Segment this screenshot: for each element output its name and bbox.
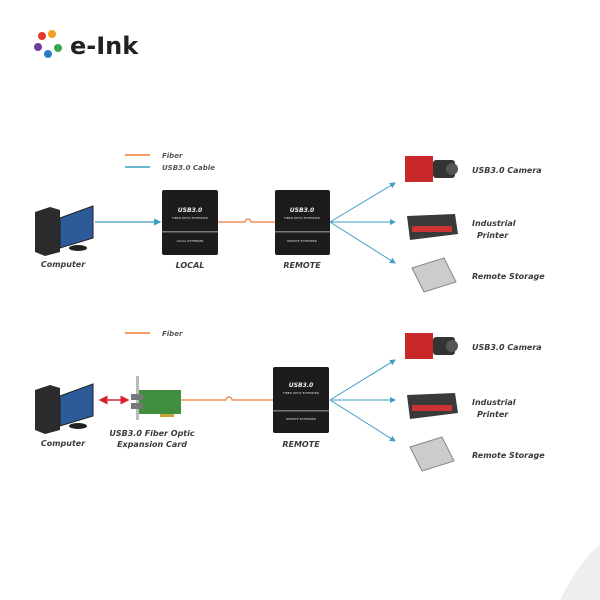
legend-fiber: Fiber — [162, 152, 183, 160]
computer-label: Computer — [41, 260, 86, 269]
box-title: USB3.0 — [290, 207, 314, 214]
legend-fiber: Fiber — [162, 330, 183, 338]
fiber-line — [218, 218, 275, 223]
box-subtitle: FIBER OPTIC EXTENDER — [284, 216, 320, 220]
remote-label: REMOTE — [282, 440, 320, 449]
printer-icon — [407, 214, 458, 240]
camera-label: USB3.0 Camera — [472, 166, 542, 175]
storage-icon — [411, 257, 457, 293]
remote-extender: USB3.0 FIBER OPTIC EXTENDER REMOTE EXTEN… — [275, 190, 330, 255]
logo-dot-icon — [38, 32, 46, 40]
logo-text: e-Ink — [70, 32, 139, 60]
remote-extender: USB3.0 FIBER OPTIC EXTENDER REMOTE EXTEN… — [273, 367, 329, 433]
printer-icon — [407, 393, 458, 419]
camera-icon — [405, 333, 458, 359]
box-title: USB3.0 — [178, 207, 202, 214]
printer-label-2: Printer — [477, 410, 509, 419]
box-name: LOCAL EXTENDER — [177, 239, 204, 243]
storage-label: Remote Storage — [472, 451, 545, 460]
card-label-1: USB3.0 Fiber Optic — [109, 429, 194, 438]
logo: e-Ink — [34, 30, 139, 60]
computer-label: Computer — [41, 439, 86, 448]
fiber-line — [181, 396, 273, 401]
printer-label-1: Industrial — [472, 219, 516, 228]
computer-icon — [35, 205, 94, 256]
camera-icon — [405, 156, 458, 182]
printer-label-1: Industrial — [472, 398, 516, 407]
page-curl — [560, 545, 600, 600]
local-label: LOCAL — [176, 261, 205, 270]
camera-label: USB3.0 Camera — [472, 343, 542, 352]
card-label-2: Expansion Card — [117, 440, 187, 449]
box-name: REMOTE EXTENDER — [286, 417, 316, 421]
printer-label-2: Printer — [477, 231, 509, 240]
box-subtitle: FIBER OPTIC EXTENDER — [172, 216, 208, 220]
box-title: USB3.0 — [289, 382, 313, 389]
expansion-card-icon — [131, 376, 181, 420]
box-subtitle: FIBER OPTIC EXTENDER — [283, 391, 319, 395]
legend-usb-cable: USB3.0 Cable — [162, 164, 215, 172]
fan-out-lines — [329, 182, 396, 264]
local-extender: USB3.0 FIBER OPTIC EXTENDER LOCAL EXTEND… — [162, 190, 218, 255]
fan-out-lines — [329, 359, 396, 442]
computer-icon — [35, 383, 94, 434]
storage-label: Remote Storage — [472, 272, 545, 281]
remote-label: REMOTE — [283, 261, 321, 270]
box-name: REMOTE EXTENDER — [287, 239, 317, 243]
storage-icon — [409, 436, 455, 472]
